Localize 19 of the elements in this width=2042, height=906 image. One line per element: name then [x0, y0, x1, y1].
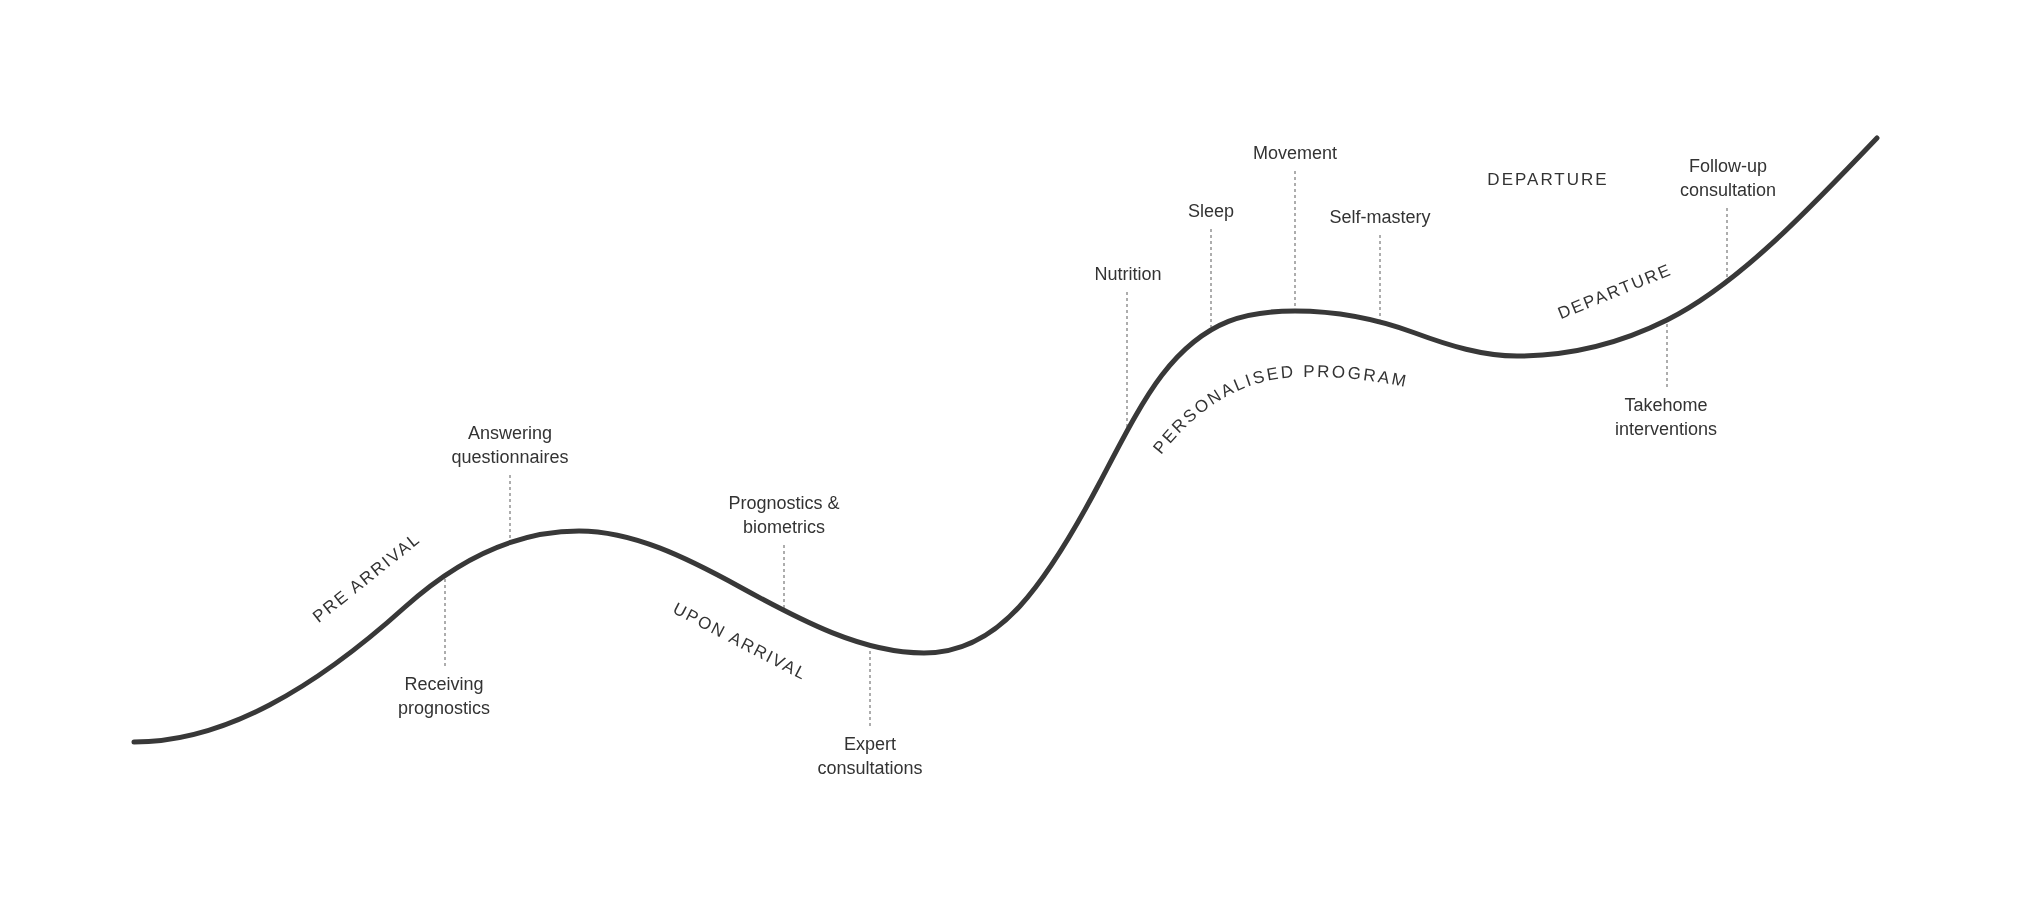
step-label: Follow-up consultation [1679, 154, 1777, 202]
leader-line [509, 474, 511, 541]
leader-line [1726, 207, 1728, 280]
step-label: Self-mastery [1328, 205, 1432, 229]
leader-line [1379, 234, 1381, 321]
step-label: Nutrition [1093, 262, 1163, 286]
leader-line [1666, 322, 1668, 388]
step-label: Sleep [1187, 199, 1235, 223]
leader-line [444, 577, 446, 667]
step-label: Takehome interventions [1614, 393, 1718, 441]
step-label: Expert consultations [816, 732, 924, 780]
leader-line [1126, 291, 1128, 429]
leader-line [783, 544, 785, 609]
step-label: Prognostics & biometrics [727, 491, 841, 539]
leader-line [1210, 228, 1212, 328]
phase-label: DEPARTURE [1487, 170, 1609, 190]
step-label: Answering questionnaires [450, 421, 570, 469]
step-label: Receiving prognostics [397, 672, 491, 720]
step-label: Movement [1252, 141, 1338, 165]
